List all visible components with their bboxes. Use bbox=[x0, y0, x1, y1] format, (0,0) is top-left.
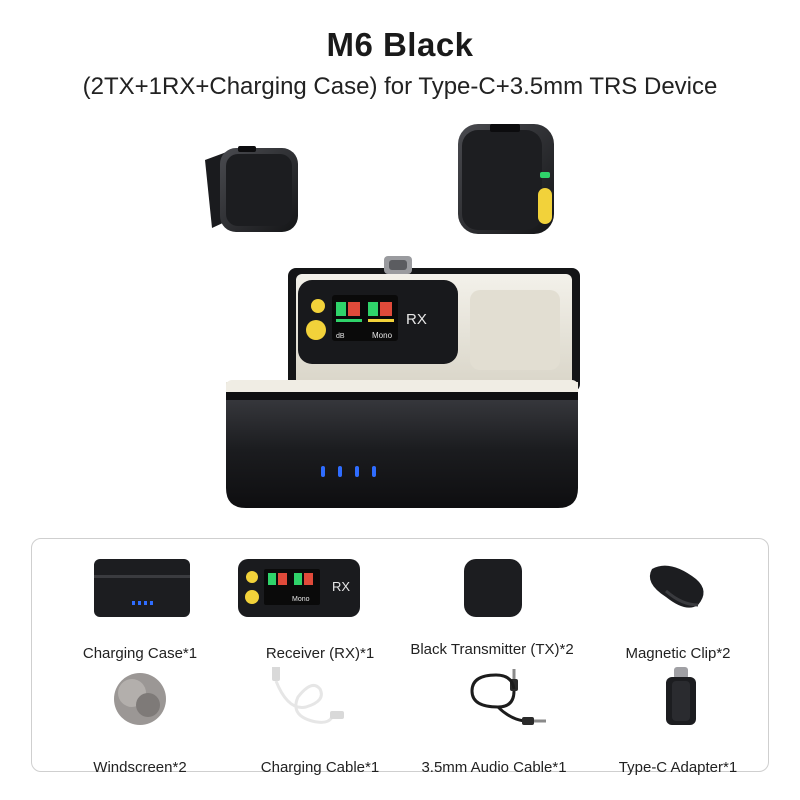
charging-cable-icon bbox=[272, 667, 344, 724]
receiver-label-rx: RX bbox=[406, 311, 427, 328]
accessory-label: Type-C Adapter*1 bbox=[618, 759, 738, 776]
page-subtitle: (2TX+1RX+Charging Case) for Type-C+3.5mm… bbox=[82, 73, 718, 100]
accessory-label: Windscreen*2 bbox=[93, 759, 187, 776]
audio-cable-icon bbox=[470, 669, 546, 725]
receiver-mode: Mono bbox=[372, 331, 393, 340]
type-c-adapter-icon bbox=[666, 667, 696, 725]
page-title: M6 Black bbox=[326, 26, 474, 63]
accessory-label: Black Transmitter (TX)*2 bbox=[410, 641, 574, 658]
charging-case: RX Mono dB bbox=[226, 256, 580, 508]
transmitter-icon bbox=[464, 559, 522, 617]
charging-case-icon bbox=[94, 559, 190, 617]
svg-text:Mono: Mono bbox=[292, 596, 310, 603]
battery-led-3 bbox=[355, 466, 359, 477]
hero-product-illustration: RX Mono dB bbox=[205, 124, 580, 508]
accessory-label: Charging Cable*1 bbox=[260, 759, 380, 776]
accessories-panel: Charging Case*1 RX Mono Receiver (RX)*1 … bbox=[31, 538, 769, 776]
windscreen-icon bbox=[114, 673, 166, 725]
transmitter-right bbox=[458, 124, 554, 234]
accessory-label: Charging Case*1 bbox=[82, 645, 198, 662]
receiver-icon: RX Mono bbox=[238, 559, 360, 617]
battery-led-4 bbox=[372, 466, 376, 477]
battery-led-2 bbox=[338, 466, 342, 477]
svg-text:RX: RX bbox=[332, 579, 350, 594]
accessory-label: 3.5mm Audio Cable*1 bbox=[421, 759, 567, 776]
receiver-db: dB bbox=[336, 333, 345, 340]
accessory-label: Magnetic Clip*2 bbox=[625, 645, 731, 662]
battery-led-1 bbox=[321, 466, 325, 477]
accessory-label: Receiver (RX)*1 bbox=[265, 645, 375, 662]
magnetic-clip-icon bbox=[649, 565, 704, 608]
transmitter-left bbox=[205, 146, 298, 232]
